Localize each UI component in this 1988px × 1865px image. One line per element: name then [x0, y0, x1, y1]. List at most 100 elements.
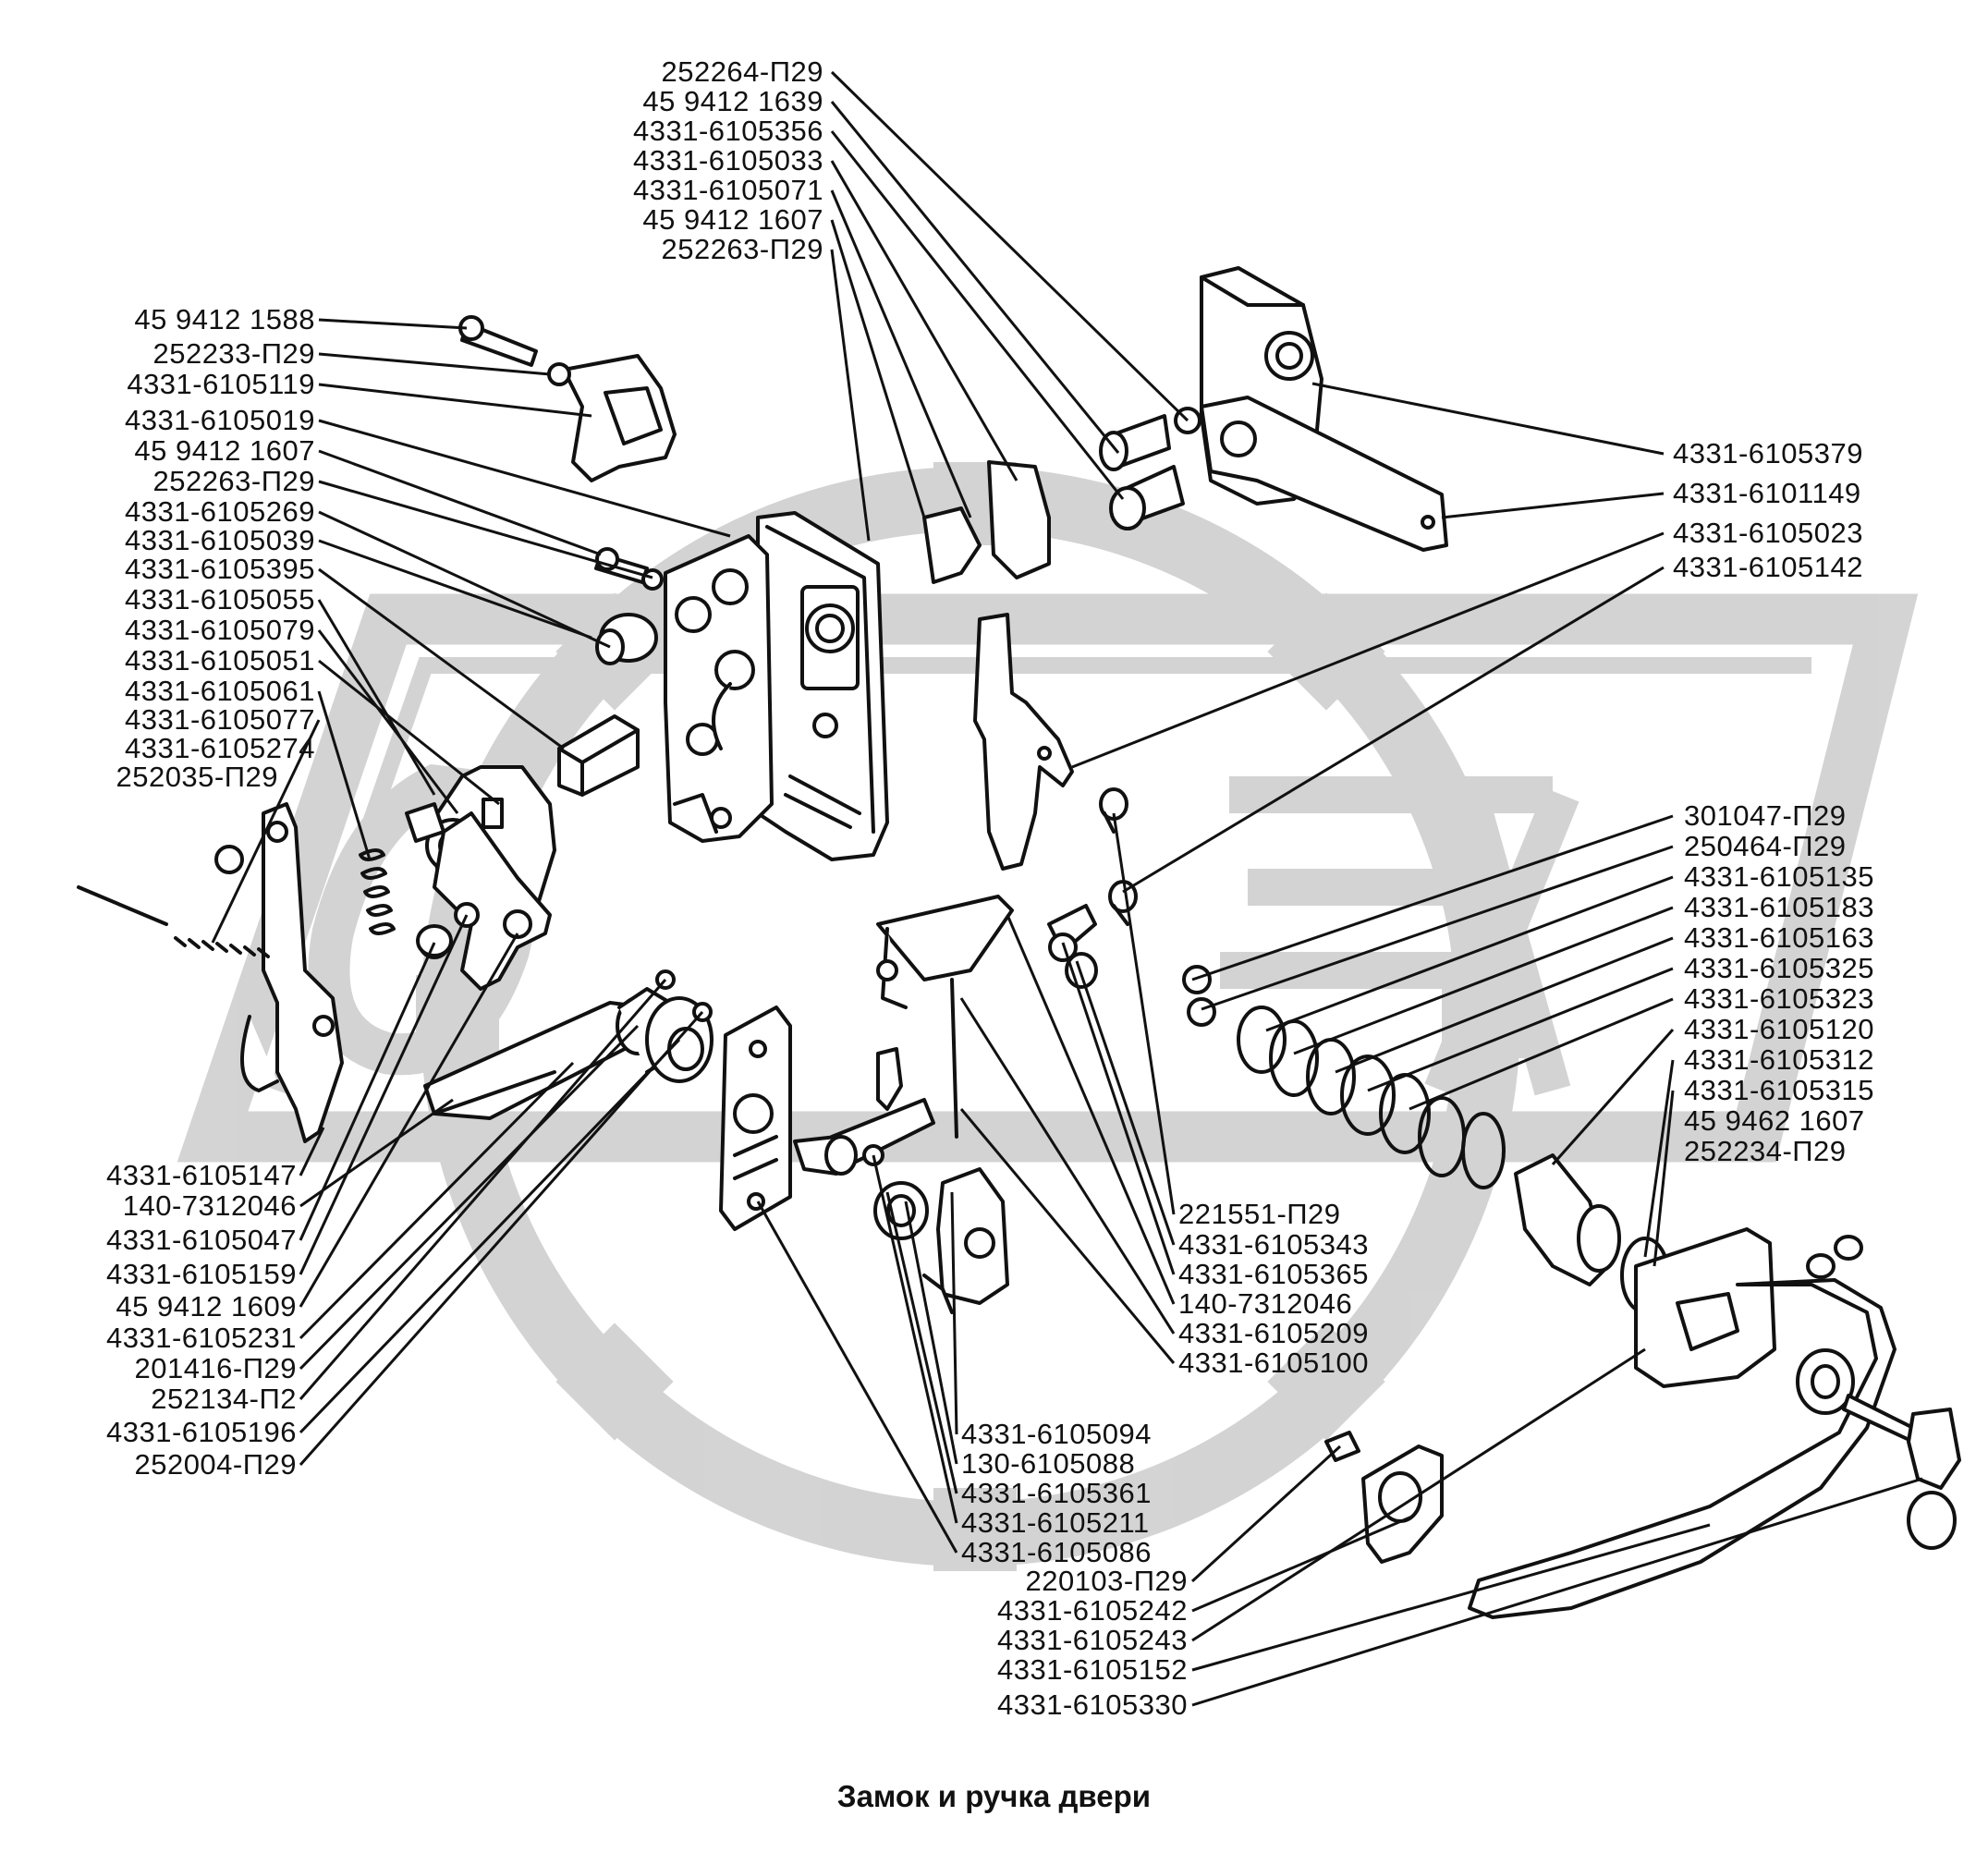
label-part: 4331-6105051: [125, 644, 315, 677]
label-part: 252263-П29: [152, 465, 315, 497]
part-washer-left: [416, 924, 453, 957]
part-outer-handle: [1468, 1227, 1897, 1619]
label-part: 4331-6105183: [1684, 891, 1874, 923]
label-part: 4331-6105147: [106, 1159, 297, 1191]
leader-line: [959, 997, 1176, 1335]
leader-line: [830, 189, 972, 518]
leader-line: [1643, 1059, 1675, 1258]
leader-line: [299, 932, 519, 1308]
label-part: 4331-6105079: [125, 614, 315, 646]
leader-line: [318, 383, 592, 418]
label-part: 4331-6105361: [961, 1477, 1152, 1509]
leader-line: [830, 249, 871, 542]
label-part: 4331-6105269: [125, 495, 315, 528]
leader-line: [1311, 382, 1665, 456]
part-lock-body: [756, 511, 889, 861]
label-part: 4331-6105094: [961, 1418, 1152, 1450]
leader-line: [1551, 1029, 1675, 1165]
label-part: 45 9462 1607: [1684, 1104, 1865, 1137]
part-bushing: [595, 613, 658, 665]
label-part: 250464-П29: [1684, 830, 1847, 862]
label-part: 4331-6101149: [1673, 477, 1861, 509]
label-part: 4331-6105023: [1673, 517, 1863, 549]
label-part: 252263-П29: [661, 233, 823, 265]
leader-line: [318, 352, 551, 376]
label-part: 4331-6105365: [1178, 1258, 1369, 1290]
part-inside-handle: [458, 315, 677, 482]
label-part: 4331-6105019: [125, 404, 315, 436]
label-part: 4331-6105343: [1178, 1228, 1369, 1261]
label-part: 4331-6105152: [997, 1653, 1188, 1686]
leader-line: [299, 914, 469, 1275]
part-bolt-right: [1806, 1235, 1863, 1279]
leader-line: [885, 1191, 958, 1494]
leader-line: [1071, 531, 1665, 769]
leader-line: [830, 70, 1189, 422]
label-part: 4331-6105356: [633, 115, 823, 147]
part-screws-top: [1099, 407, 1201, 530]
label-part: 252234-П29: [1684, 1135, 1847, 1167]
label-part: 4331-6105163: [1684, 921, 1874, 954]
leader-lines: [211, 70, 1923, 1707]
label-part: 4331-6105055: [125, 583, 315, 616]
leader-line: [830, 219, 926, 518]
label-part: 4331-6105047: [106, 1224, 297, 1256]
label-part: 4331-6105395: [125, 553, 315, 585]
leader-line: [1191, 1523, 1711, 1672]
label-part: 301047-П29: [1684, 799, 1847, 832]
label-part: 45 9412 1607: [642, 203, 823, 236]
leader-line: [904, 1201, 958, 1465]
label-part: 45 9412 1607: [134, 434, 315, 467]
leader-line: [1075, 960, 1176, 1246]
leader-line: [299, 1061, 575, 1340]
leader-line: [317, 599, 436, 796]
label-part: 4331-6105330: [997, 1688, 1188, 1721]
label-part: 4331-6105039: [125, 524, 315, 556]
part-lock-plate: [664, 534, 774, 843]
label-part: 45 9412 1609: [116, 1290, 297, 1323]
label-part: 4331-6105071: [633, 174, 823, 206]
part-cylinder-center: [616, 969, 713, 1083]
leader-line: [299, 979, 667, 1400]
leader-line: [1190, 1444, 1342, 1583]
part-rod-spring: [77, 845, 270, 958]
leader-line: [318, 539, 592, 640]
part-rear-plate: [719, 1006, 792, 1231]
leader-line: [1112, 812, 1176, 1215]
leader-line: [1441, 492, 1665, 519]
leader-line: [299, 1024, 640, 1371]
label-part: 4331-6105274: [125, 732, 315, 764]
label-part: 220103-П29: [1025, 1565, 1188, 1597]
label-part: 4331-6105315: [1684, 1074, 1874, 1106]
watermark-logo: [177, 462, 1919, 1571]
leader-line: [299, 1098, 454, 1208]
leader-line: [299, 1038, 681, 1434]
label-part: 4331-6105086: [961, 1536, 1152, 1568]
label-part: 4331-6105325: [1684, 952, 1874, 984]
leader-line: [1006, 914, 1176, 1305]
leader-line: [318, 449, 602, 556]
label-part: 4331-6105312: [1684, 1043, 1874, 1076]
leader-line: [1409, 997, 1674, 1111]
label-part: 221551-П29: [1178, 1198, 1341, 1230]
leader-line: [1191, 1347, 1646, 1642]
leader-line: [299, 942, 436, 1241]
leader-line: [1191, 1477, 1923, 1707]
leader-line: [318, 318, 468, 330]
label-part: 4331-6105243: [997, 1624, 1188, 1656]
part-link-center: [876, 895, 1098, 1139]
leader-line: [1293, 906, 1674, 1055]
leader-line: [317, 629, 459, 814]
leader-line: [1191, 1514, 1415, 1613]
leader-line: [318, 510, 611, 649]
part-slider-block: [557, 714, 640, 797]
leader-line: [830, 130, 1125, 500]
leader-line: [872, 1154, 958, 1524]
label-part: 4331-6105120: [1684, 1013, 1874, 1045]
leader-line: [318, 567, 565, 750]
label-part: 45 9412 1639: [642, 85, 823, 117]
leader-line: [318, 659, 500, 806]
part-bolts-center: [1099, 787, 1138, 926]
